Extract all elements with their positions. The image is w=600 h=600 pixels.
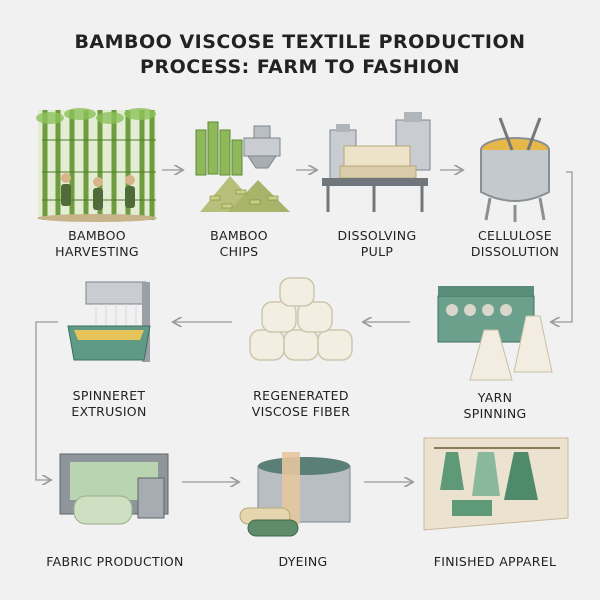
finished-apparel-illustration [423, 437, 569, 531]
dissolving-pulp-illustration [322, 112, 431, 212]
yarn-spinning-illustration [437, 286, 553, 381]
step-label-finished-apparel: FINISHED APPAREL [433, 554, 557, 569]
title-line-1: BAMBOO VISCOSE TEXTILE PRODUCTION [74, 31, 526, 53]
step-label-cellulose-dissolution: CELLULOSE DISSOLUTION [470, 228, 560, 259]
step-label-spinneret-extrusion: SPINNERET EXTRUSION [71, 388, 147, 419]
spinneret-extrusion-illustration [67, 281, 151, 362]
step-label-dyeing: DYEING [278, 554, 328, 569]
step-label-fabric-production: FABRIC PRODUCTION [46, 554, 184, 569]
step-label-bamboo-harvesting: BAMBOO HARVESTING [55, 228, 139, 259]
regenerated-fiber-illustration [249, 277, 353, 361]
diagram-title: BAMBOO VISCOSE TEXTILE PRODUCTION PROCES… [0, 30, 600, 80]
bamboo-chips-illustration [195, 121, 290, 212]
bamboo-harvesting-illustration [36, 108, 157, 222]
fabric-production-illustration [59, 453, 169, 525]
step-label-yarn-spinning: YARN SPINNING [463, 390, 527, 421]
step-label-bamboo-chips: BAMBOO CHIPS [210, 228, 268, 259]
dyeing-illustration [239, 452, 351, 537]
cellulose-dissolution-illustration [480, 117, 550, 222]
flow-arrows [35, 170, 573, 482]
step-label-regenerated-viscose-fiber: REGENERATED VISCOSE FIBER [251, 388, 351, 419]
step-label-dissolving-pulp: DISSOLVING PULP [337, 228, 417, 259]
title-line-2: PROCESS: FARM TO FASHION [140, 56, 460, 78]
